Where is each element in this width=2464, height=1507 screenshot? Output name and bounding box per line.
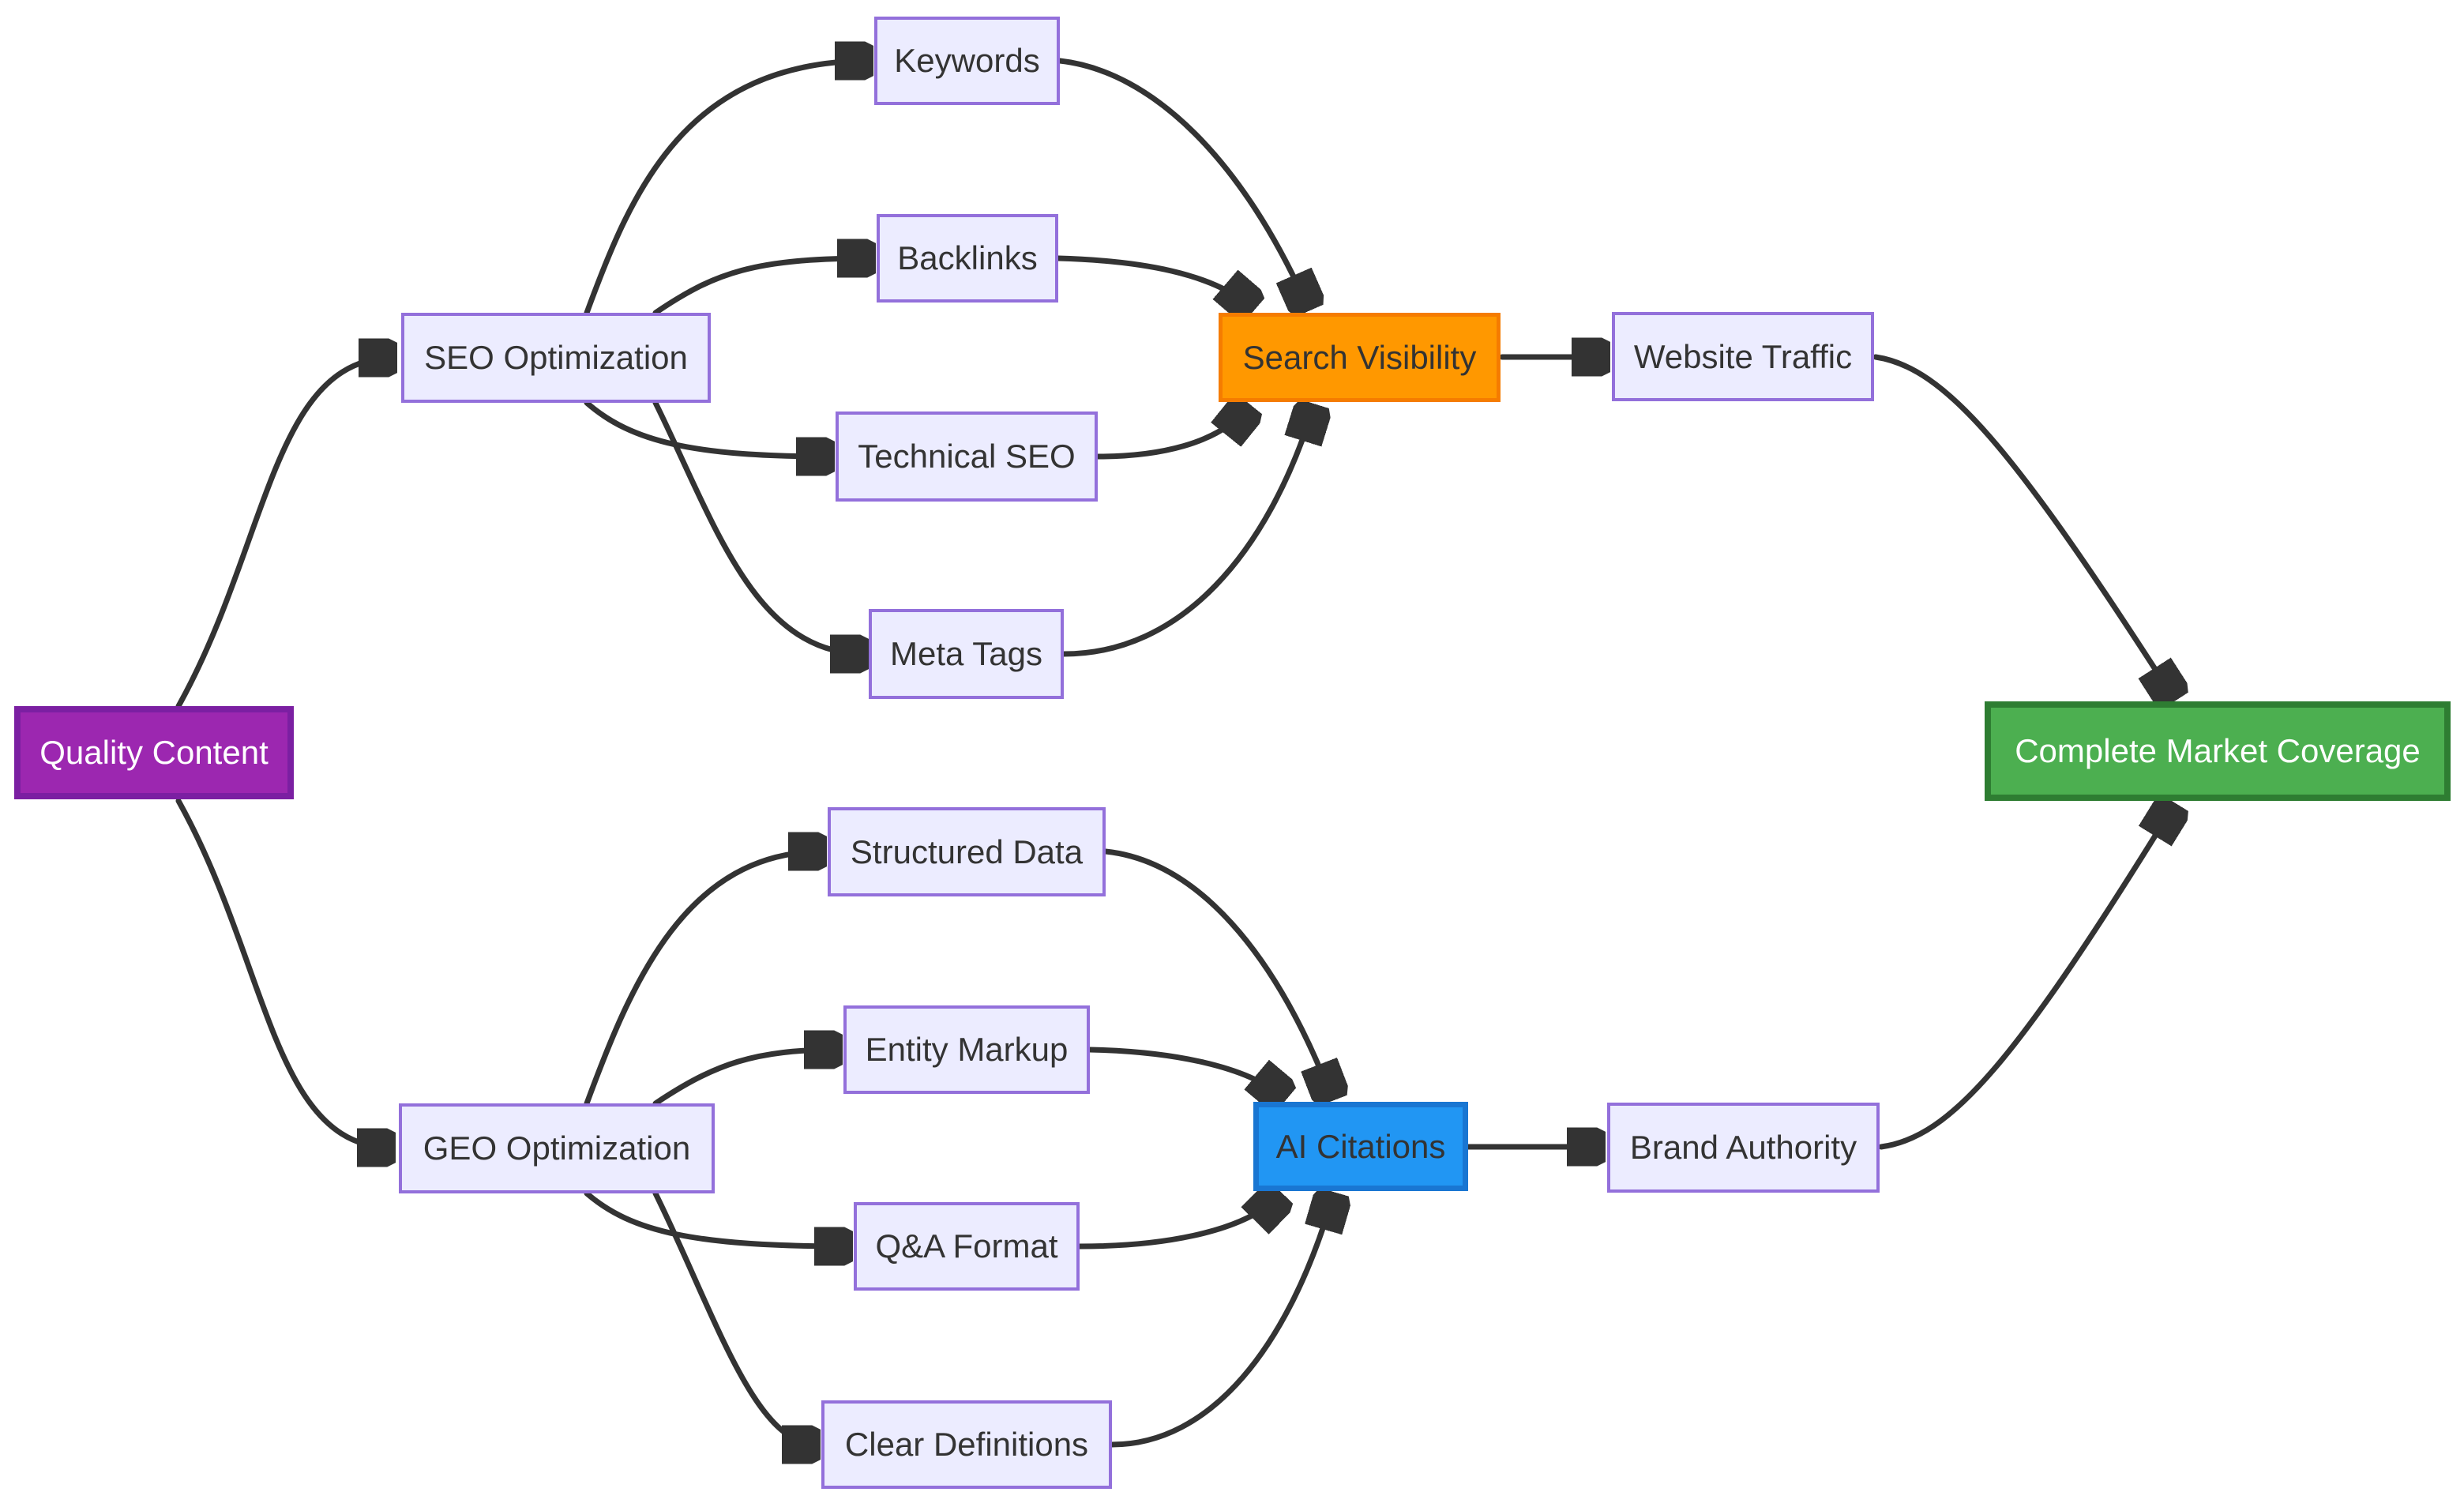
edge-clear-definitions-to-ai-citations: [1109, 1196, 1333, 1448]
edge-geo-optimization-to-entity-markup: [652, 1050, 839, 1107]
node-clear-definitions: Clear Definitions: [821, 1400, 1112, 1489]
node-website-traffic: Website Traffic: [1612, 312, 1874, 401]
edge-keywords-to-search-visibility: [1057, 58, 1308, 307]
node-meta-tags: Meta Tags: [869, 609, 1064, 699]
node-structured-data: Structured Data: [828, 807, 1106, 896]
edge-quality-content-to-seo-optimization: [175, 358, 393, 709]
edge-quality-content-to-geo-optimization: [175, 798, 392, 1148]
node-quality-content: Quality Content: [14, 706, 294, 799]
edge-backlinks-to-search-visibility: [1055, 255, 1252, 307]
node-seo-optimization: SEO Optimization: [401, 313, 711, 403]
edge-structured-data-to-ai-citations: [1102, 848, 1332, 1097]
edge-brand-authority-to-complete-market-coverage: [1878, 806, 2173, 1150]
edge-geo-optimization-to-clear-definitions: [652, 1190, 817, 1445]
edge-meta-tags-to-search-visibility: [1061, 408, 1313, 657]
edge-qa-format-to-ai-citations: [1076, 1196, 1279, 1250]
edge-website-traffic-to-complete-market-coverage: [1872, 354, 2173, 697]
node-technical-seo: Technical SEO: [836, 412, 1098, 502]
edge-technical-seo-to-search-visibility: [1095, 408, 1248, 460]
edge-seo-optimization-to-keywords: [584, 61, 870, 316]
node-geo-optimization: GEO Optimization: [399, 1103, 715, 1193]
node-ai-citations: AI Citations: [1253, 1102, 1468, 1191]
node-entity-markup: Entity Markup: [843, 1005, 1090, 1094]
edge-seo-optimization-to-backlinks: [652, 258, 872, 316]
node-brand-authority: Brand Authority: [1607, 1103, 1880, 1193]
edge-seo-optimization-to-technical-seo: [584, 400, 831, 457]
node-complete-market-coverage: Complete Market Coverage: [1985, 701, 2451, 801]
edge-entity-markup-to-ai-citations: [1087, 1047, 1283, 1097]
node-search-visibility: Search Visibility: [1219, 313, 1501, 402]
edge-geo-optimization-to-qa-format: [584, 1190, 849, 1246]
node-backlinks: Backlinks: [877, 214, 1058, 303]
edge-seo-optimization-to-meta-tags: [652, 400, 865, 654]
node-keywords: Keywords: [874, 17, 1060, 105]
node-qa-format: Q&A Format: [854, 1202, 1080, 1291]
edge-geo-optimization-to-structured-data: [584, 851, 823, 1107]
